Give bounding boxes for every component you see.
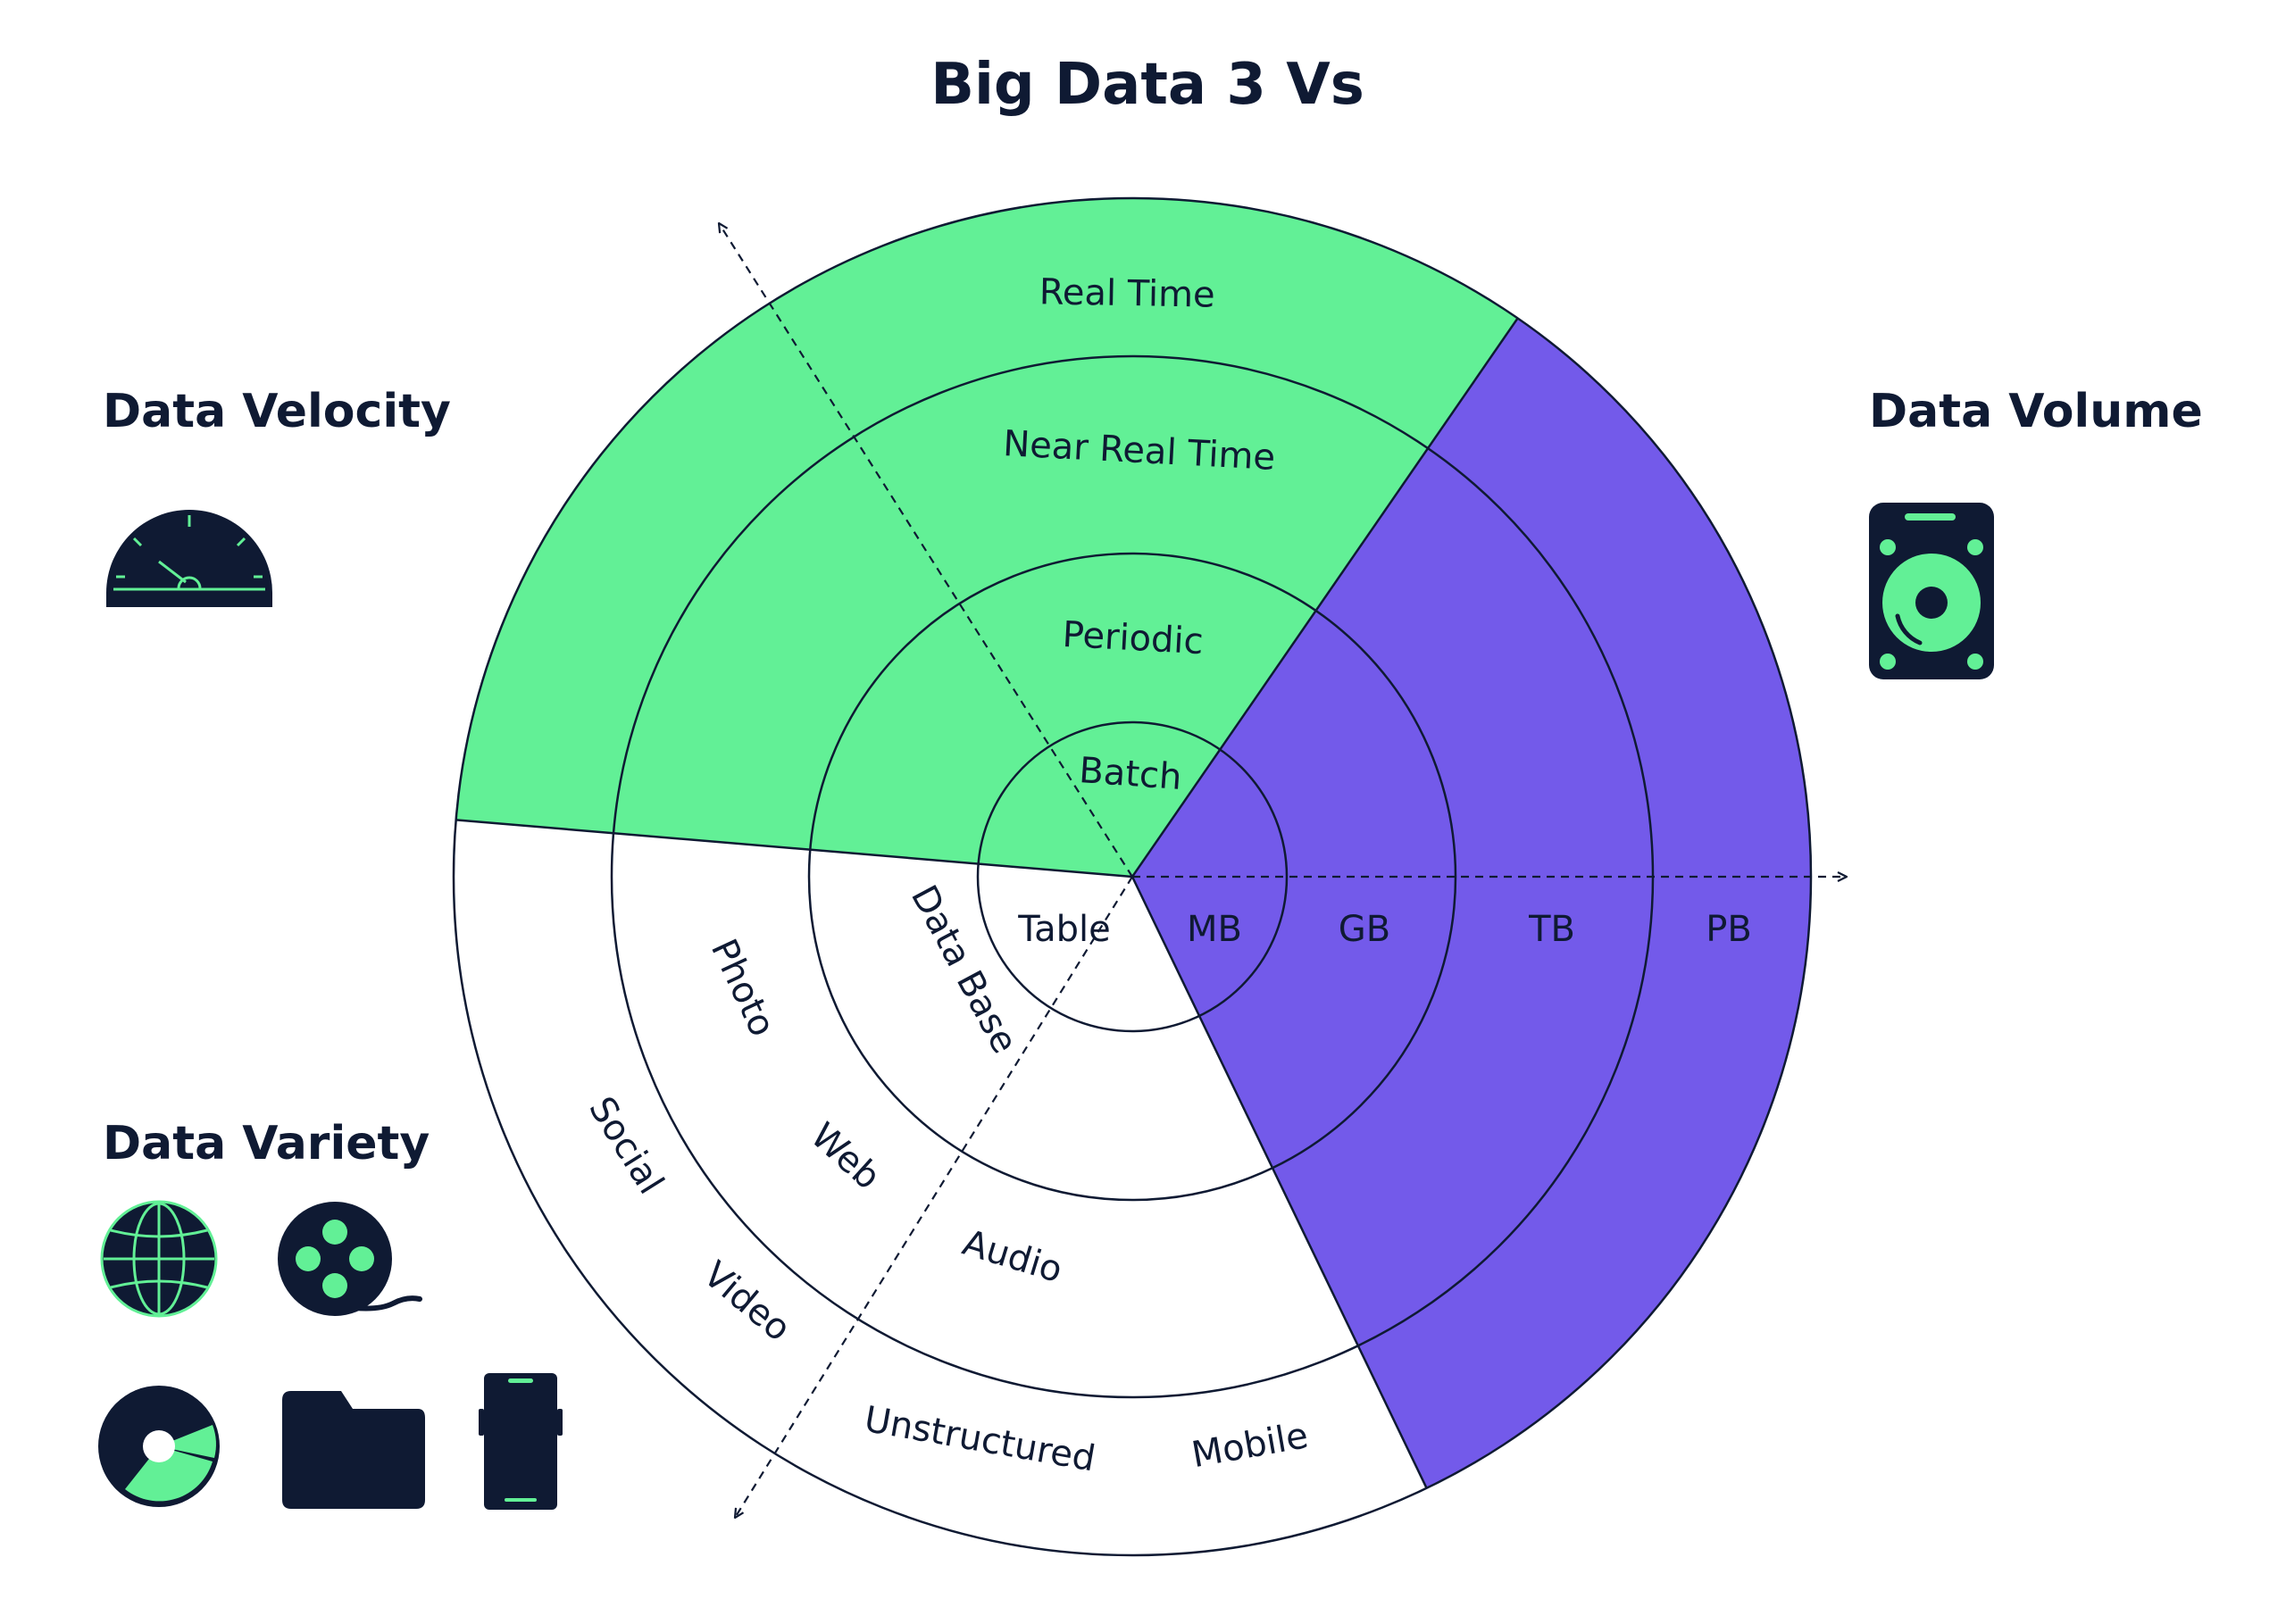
- sector-boundaries: [455, 317, 1519, 1489]
- volume-ring-label: GB: [1339, 909, 1390, 950]
- variety-heading: Data Variety: [103, 1117, 430, 1170]
- axes: [719, 223, 1847, 1518]
- volume-sector: [1132, 318, 1812, 1488]
- variety-velocity-boundary: [455, 819, 1133, 879]
- volume-ring-label: TB: [1528, 909, 1575, 950]
- volume-heading: Data Volume: [1869, 385, 2203, 438]
- velocity-ring-label: Real Time: [1039, 271, 1215, 315]
- speedometer-icon: [106, 510, 272, 607]
- velocity-ring-label: Batch: [1078, 750, 1183, 798]
- mobile-phone-icon: [479, 1373, 563, 1510]
- variety-sector: [454, 820, 1427, 1555]
- velocity-heading: Data Velocity: [103, 385, 451, 438]
- page-title: Big Data 3 Vs: [930, 52, 1364, 118]
- disc-icon: [98, 1386, 220, 1507]
- folder-icon: [282, 1391, 425, 1509]
- volume-ring-label: PB: [1706, 909, 1752, 950]
- velocity-sector: [455, 197, 1518, 878]
- film-reel-icon: [278, 1202, 422, 1316]
- volume-ring-label: MB: [1187, 909, 1242, 950]
- volume-variety-boundary: [1130, 876, 1428, 1489]
- variety-axis-arrow: [735, 876, 1133, 1518]
- ring-1-outline: [976, 720, 1289, 1033]
- velocity-axis-arrow: [719, 223, 1133, 878]
- velocity-volume-boundary: [1130, 317, 1519, 878]
- variety-ring-label: Table: [1017, 909, 1110, 950]
- globe-icon: [100, 1200, 218, 1318]
- volume-ring-labels: MB GB TB PB: [1187, 909, 1752, 950]
- hard-drive-icon: [1869, 503, 1994, 679]
- velocity-ring-label: Periodic: [1062, 614, 1205, 662]
- ring-2-outline: [807, 552, 1457, 1202]
